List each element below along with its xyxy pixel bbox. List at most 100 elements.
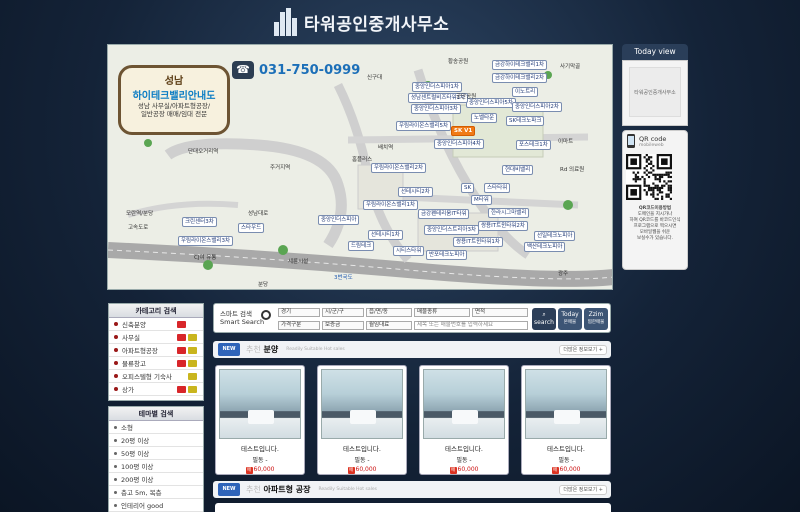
category-item[interactable]: 물류창고 (109, 357, 203, 370)
badge-icon (188, 360, 197, 367)
map-label[interactable]: 우림라이온스밸리2차 (371, 163, 427, 173)
category-item[interactable]: 아파트형공장 (109, 344, 203, 357)
theme-item[interactable]: 층고 5m, 복층 (109, 486, 203, 499)
listing-name[interactable]: 테스트입니다. (445, 445, 483, 453)
listing-photo[interactable] (525, 369, 607, 439)
section-title-prefix: 추천 (246, 345, 261, 354)
listing-location: 필동 - (354, 457, 370, 464)
badge-icon (188, 334, 197, 341)
bullet-icon (114, 451, 117, 455)
map-label-highlight[interactable]: SK V1 (451, 126, 476, 136)
price-type-select[interactable]: 가격구분 (278, 321, 320, 330)
map-label[interactable]: SK테크노파크 (506, 116, 545, 126)
category-panel-title: 카테고리 검색 (109, 304, 203, 318)
rent-select[interactable]: 월임대료 (366, 321, 412, 330)
map-label[interactable]: 백산테크노피아 (524, 242, 566, 252)
map-label[interactable]: 금강하이테크밸리1차 (492, 60, 548, 70)
map-label[interactable]: 포스테크1차 (516, 140, 551, 150)
map-label[interactable]: 쌍용IT트윈타워2차 (478, 221, 528, 231)
map-label[interactable]: 선테시티2차 (398, 187, 433, 197)
map-label[interactable]: 크린센터3차 (182, 217, 217, 227)
property-type-select[interactable]: 매물종류 (414, 308, 470, 317)
section-title: 추천 아파트형 공장 (246, 484, 310, 495)
today-viewed-button[interactable]: Today 본매물 (558, 308, 582, 330)
map-label[interactable]: 우림라이온스밸리5차 (396, 121, 452, 131)
category-item[interactable]: 사무실 (109, 331, 203, 344)
listing-photo[interactable] (321, 369, 403, 439)
city-select[interactable]: 시/군/구 (322, 308, 364, 317)
map-label[interactable]: 성남센트럴비즈타워1차 (408, 93, 469, 103)
sign-line3: 성남 사무실/아파트형공장/ (137, 102, 211, 110)
category-item[interactable]: 신축분양 (109, 318, 203, 331)
map-label[interactable]: 스타타워 (484, 183, 511, 193)
theme-item[interactable]: 인테리어 good (109, 499, 203, 512)
map-place: 황송공원 (448, 59, 469, 65)
map-label[interactable]: 쌍용IT트윈타워1차 (453, 237, 503, 247)
theme-item[interactable]: 50평 이상 (109, 447, 203, 460)
map-label[interactable]: 선테시티1차 (368, 230, 403, 240)
section-bar-sale: NEW 추천 분양 Readily Suitable Hot sales 더많은… (213, 341, 611, 358)
more-button[interactable]: 더많은 정보보기 + (559, 345, 607, 355)
qr-code-image[interactable] (626, 154, 672, 200)
map-label[interactable]: 반포테크노피아 (426, 250, 468, 260)
price-tag-icon: 매 (449, 467, 457, 474)
section-subtitle: Readily Suitable Hot sales (318, 487, 377, 492)
deposit-select[interactable]: 보증금 (322, 321, 364, 330)
map-label[interactable]: 드림테크 (348, 241, 375, 251)
map-label[interactable]: 스타우드 (238, 223, 265, 233)
map-label[interactable]: M타워 (471, 195, 492, 205)
map-label[interactable]: 우림라이온스밸리1차 (363, 200, 419, 210)
zzim-button[interactable]: Zzim 찜한매물 (584, 308, 608, 330)
town-select[interactable]: 읍/면/동 (366, 308, 412, 317)
today-button-label: Today (561, 311, 579, 318)
today-view-item[interactable]: 타워공인중개사무소 (629, 67, 681, 117)
search-button[interactable]: ⌕ search (532, 308, 556, 330)
site-title: 타워공인중개사무소 (304, 14, 450, 35)
phone-number[interactable]: ☎ 031-750-0999 (232, 61, 360, 79)
map-place: 이마트 (558, 139, 574, 145)
listing-photo[interactable] (423, 369, 505, 439)
map-label[interactable]: 선일테크노피아 (534, 231, 576, 241)
site-logo[interactable]: 타워공인중개사무소 (272, 6, 449, 38)
map-label[interactable]: 노벨타운 (471, 113, 498, 123)
section2-content-edge (215, 503, 611, 512)
map-label[interactable]: 중앙인더스피아 (318, 215, 360, 225)
theme-item[interactable]: 소형 (109, 421, 203, 434)
listing-name[interactable]: 테스트입니다. (547, 445, 585, 453)
map-label[interactable]: SK (461, 183, 475, 193)
map-label[interactable]: 중앙인더스피아2차 (512, 102, 562, 112)
bullet-icon (114, 438, 117, 442)
theme-item[interactable]: 100평 이상 (109, 460, 203, 473)
category-item[interactable]: 오피스텔형 기숙사 (109, 370, 203, 383)
listing-name[interactable]: 테스트입니다. (241, 445, 279, 453)
section-subtitle: Readily Suitable Hot sales (286, 347, 345, 352)
map-label[interactable]: 중앙인더스피아1차 (412, 82, 462, 92)
theme-item[interactable]: 200평 이상 (109, 473, 203, 486)
more-button[interactable]: 더많은 정보보기 + (559, 485, 607, 495)
map-label[interactable]: 금강하이테크밸리2차 (492, 73, 548, 83)
map-label[interactable]: 시티스타워 (393, 246, 425, 256)
map-label[interactable]: 한라시그마밸리 (488, 208, 530, 218)
map-place: 단대오거리역 (188, 149, 219, 155)
map-label[interactable]: 우림라이온스밸리3차 (178, 236, 234, 246)
bullet-icon (114, 361, 118, 365)
map-label[interactable]: 현대비밸리 (502, 165, 534, 175)
category-item[interactable]: 상가 (109, 383, 203, 396)
map-label[interactable]: 이노트리 (512, 87, 539, 97)
theme-item-label: 200평 이상 (121, 476, 154, 484)
theme-item[interactable]: 20평 이상 (109, 434, 203, 447)
theme-panel-title: 테마별 검색 (109, 407, 203, 421)
map-label[interactable]: 중앙인더스트리아3차 (424, 225, 480, 235)
search-input[interactable]: 제목 또는 매물번호를 입력하세요 (414, 321, 528, 330)
map-label[interactable]: 중앙인더스피아3차 (411, 104, 461, 114)
province-select[interactable]: 경기 (278, 308, 320, 317)
listing-name[interactable]: 테스트입니다. (343, 445, 381, 453)
map-label[interactable]: 금강펜테리움IT타워 (418, 209, 470, 219)
listing-photo[interactable] (219, 369, 301, 439)
map-label[interactable]: 중앙인더스피아4차 (434, 139, 484, 149)
area-select[interactable]: 면적 (472, 308, 528, 317)
